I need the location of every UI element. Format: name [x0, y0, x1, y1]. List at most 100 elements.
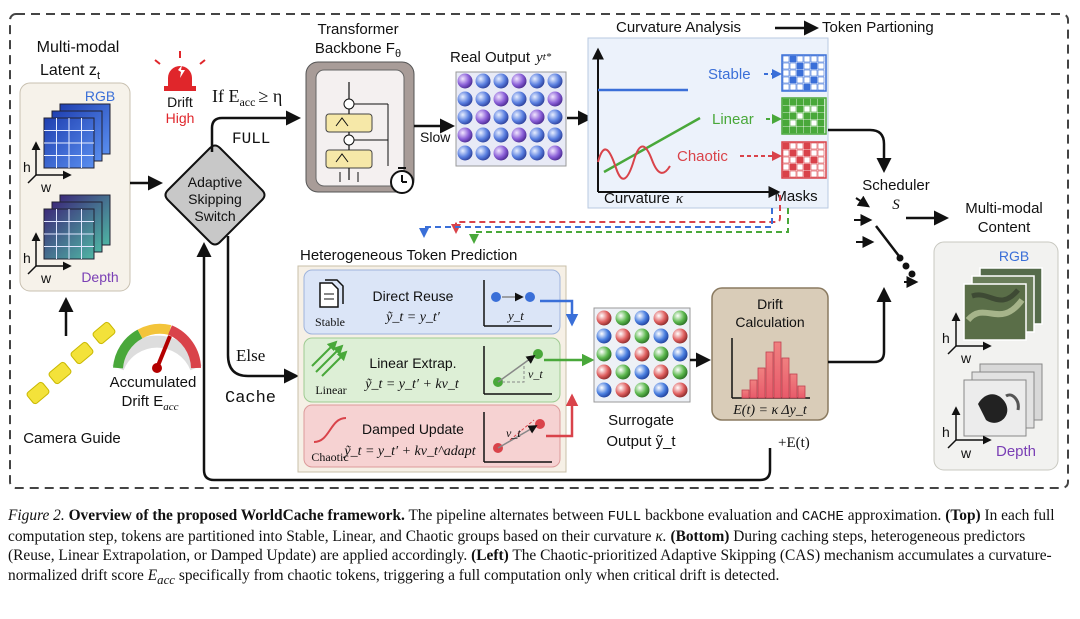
scheduler-switch — [854, 195, 919, 288]
surrogate-token — [596, 346, 612, 362]
surrogate-token — [596, 328, 612, 344]
caption-s4a: The Chaotic-prioritized Adaptive Skippin… — [8, 547, 1052, 584]
figure-caption: Figure 2. Overview of the proposed World… — [8, 506, 1074, 590]
mask-cell — [782, 112, 790, 120]
mask-cell — [810, 112, 818, 120]
mask-cell — [782, 142, 790, 150]
mask-cell — [796, 55, 804, 63]
real-output-token — [457, 145, 473, 161]
histogram-bar — [797, 385, 806, 399]
mask-cell — [803, 62, 811, 70]
rgb-label: RGB — [85, 88, 115, 104]
rgb-latent-stack — [43, 103, 111, 169]
mask-cell — [796, 69, 804, 77]
surrogate-token — [615, 346, 631, 362]
mask-cell — [789, 76, 797, 84]
mask-cell — [789, 105, 797, 113]
mask-chaotic — [781, 141, 827, 179]
surrogate-token — [672, 310, 688, 326]
mask-cell — [803, 156, 811, 164]
surrogate-token — [634, 310, 650, 326]
svg-text:Latent zt: Latent zt — [40, 62, 100, 82]
mask-cell — [789, 142, 797, 150]
caption-title: Overview of the proposed WorldCache fram… — [68, 507, 405, 524]
dashed-blue-link — [419, 208, 773, 238]
mask-cell — [789, 170, 797, 178]
caption-fig: Figure 2. — [8, 507, 65, 524]
real-output-token — [475, 145, 491, 161]
dashed-green-link — [469, 208, 789, 244]
mask-cell — [796, 170, 804, 178]
caption-top: (Top) — [945, 507, 981, 524]
mask-cell — [817, 76, 825, 84]
real-output-token — [511, 145, 527, 161]
drift-calc-l2: Calculation — [735, 314, 804, 330]
chaotic-curve-icon — [313, 417, 347, 443]
mask-cell — [782, 163, 790, 171]
caption-cache: CACHE — [801, 509, 844, 525]
mask-cell — [803, 149, 811, 157]
mask-cell — [817, 126, 825, 134]
real-output-token — [529, 127, 545, 143]
mask-cell — [789, 83, 797, 91]
mask-cell — [810, 55, 818, 63]
mask-cell — [782, 83, 790, 91]
mask-cell — [803, 163, 811, 171]
mask-cell — [782, 156, 790, 164]
mask-cell — [796, 126, 804, 134]
real-output-token — [475, 109, 491, 125]
real-output-token — [511, 127, 527, 143]
surrogate-token — [653, 382, 669, 398]
depth-w: w — [40, 270, 52, 286]
chaotic-curve — [597, 145, 671, 180]
full-label: FULL — [232, 130, 270, 148]
row-stable: Stable Direct Reuse ỹ_t = y_t′ y_t — [303, 269, 561, 335]
token-part-title: Token Partioning — [822, 19, 934, 36]
switch-l3: Switch — [194, 208, 235, 224]
mask-cell — [803, 170, 811, 178]
acc-sub: acc — [163, 401, 178, 413]
mask-cell — [803, 76, 811, 84]
real-y-sub: t* — [543, 51, 552, 63]
mask-cell — [817, 83, 825, 91]
transformer-l1: Transformer — [317, 21, 398, 38]
real-output-token — [547, 145, 563, 161]
svg-text:Backbone Fθ: Backbone Fθ — [315, 40, 401, 60]
mask-cell — [810, 105, 818, 113]
else-word: Else — [236, 346, 265, 365]
caption-eacc: E — [147, 566, 158, 584]
surrogate-token — [672, 382, 688, 398]
content-rgb-label: RGB — [999, 248, 1029, 264]
mm-content-l2: Content — [978, 219, 1031, 236]
row-linear-title: Linear Extrap. — [369, 355, 456, 371]
mask-cell — [803, 119, 811, 127]
histogram-bar — [773, 341, 782, 399]
mask-cell — [810, 69, 818, 77]
mask-cell — [810, 119, 818, 127]
mask-cell — [810, 149, 818, 157]
rgb-h: h — [23, 159, 31, 175]
mask-cell — [796, 105, 804, 113]
surrogate-token — [634, 328, 650, 344]
real-output-token — [457, 73, 473, 89]
content-rgb-w: w — [960, 350, 972, 366]
mask-cell — [803, 55, 811, 63]
arrow-full-path — [210, 110, 301, 152]
transformer-l2: Backbone F — [315, 40, 395, 57]
mask-cell — [817, 55, 825, 63]
depth-frames — [963, 363, 1043, 437]
row-linear-icon-label: Linear — [315, 383, 346, 397]
arrow-masks-to-scheduler — [828, 128, 892, 173]
mask-cell — [782, 119, 790, 127]
arrow-blue-to-surrogate — [540, 299, 579, 327]
row-stable-title: Direct Reuse — [373, 288, 454, 304]
switch-l2: Skipping — [188, 191, 242, 207]
curvature-axis: Curvature — [604, 190, 670, 207]
histogram-bar — [789, 373, 798, 399]
mask-cell — [803, 142, 811, 150]
caption-s4b: specifically — [178, 566, 250, 584]
real-output-grid — [455, 71, 567, 167]
mask-cell — [782, 149, 790, 157]
real-output-token — [475, 91, 491, 107]
linear-arrows-icon — [311, 340, 348, 377]
